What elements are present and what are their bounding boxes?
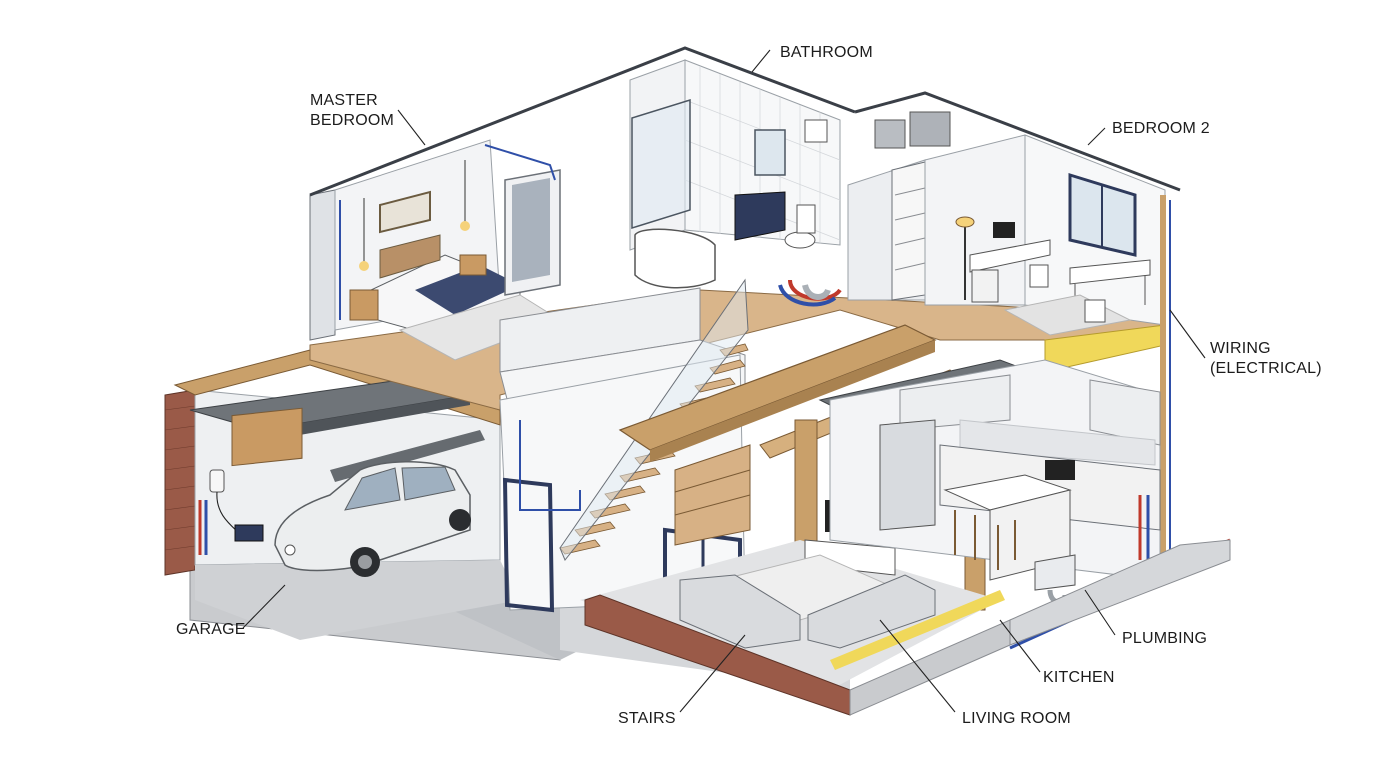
leader-wiring [1169,309,1206,359]
leader-plumbing [1084,589,1116,636]
leader-master-bedroom [397,109,426,146]
garage-section [164,349,520,640]
car-icon [274,461,471,577]
leader-garage [242,584,286,629]
leader-stairs [679,634,746,713]
label-wiring-line2: (ELECTRICAL) [1210,360,1322,377]
foundation [584,539,1231,716]
label-bedroom2: BEDROOM 2 [1112,120,1210,137]
label-plumbing: PLUMBING [1122,630,1207,647]
label-master-bedroom-line1: MASTER [310,92,378,109]
label-kitchen: KITCHEN [1043,669,1115,686]
label-stairs: STAIRS [618,710,676,727]
leader-bedroom2 [1087,127,1106,146]
kitchen-section [829,359,1231,650]
label-garage: GARAGE [176,621,246,638]
living-room-section [580,444,1000,690]
leader-lines [242,49,1206,713]
leader-living-room [879,619,956,713]
label-bathroom: BATHROOM [780,44,873,61]
bathroom-section [629,59,842,307]
bedroom2-section [847,91,1181,580]
leader-kitchen [999,619,1041,673]
leader-bathroom [751,49,771,73]
label-master-bedroom-line2: BEDROOM [310,112,394,129]
label-living-room: LIVING ROOM [962,710,1071,727]
labels: MASTER BEDROOM BATHROOM BEDROOM 2 WIRING… [176,44,1322,727]
master-bedroom-section [309,46,856,361]
label-wiring-line1: WIRING [1210,340,1271,357]
